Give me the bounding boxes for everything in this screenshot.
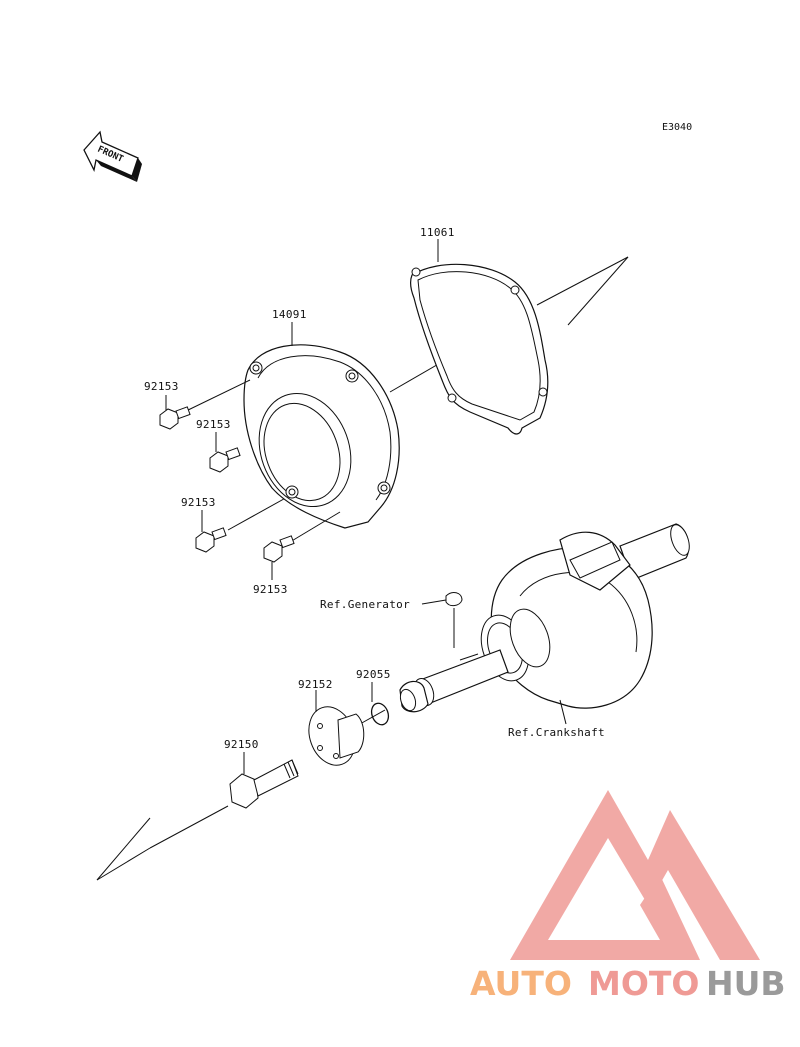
cover-14091 <box>243 322 400 529</box>
front-arrow-icon: FRONT <box>83 130 142 182</box>
label-92153-d: 92153 <box>253 583 288 596</box>
label-92055: 92055 <box>356 668 391 681</box>
label-ref-crankshaft: Ref.Crankshaft <box>508 726 605 739</box>
collar-92152 <box>308 690 365 766</box>
label-92150: 92150 <box>224 738 259 751</box>
bolt-92153-d <box>263 511 341 580</box>
crankshaft <box>399 523 690 713</box>
label-92153-b: 92153 <box>196 418 231 431</box>
generator-key <box>421 592 463 648</box>
label-11061: 11061 <box>420 226 455 239</box>
label-ref-generator: Ref.Generator <box>320 598 410 611</box>
bolt-92150 <box>229 752 299 809</box>
label-14091: 14091 <box>272 308 307 321</box>
automotohub-logo: AUTO MOTO HUB <box>470 790 786 1003</box>
label-92153-a: 92153 <box>144 380 179 393</box>
bolt-92153-c <box>195 510 227 553</box>
label-92152: 92152 <box>298 678 333 691</box>
gasket-11061 <box>410 239 549 435</box>
bolt-92153-b <box>209 432 241 473</box>
bolt-92153-a <box>159 379 251 430</box>
logo-word-auto: AUTO <box>470 964 572 1003</box>
logo-word-hub: HUB <box>706 964 786 1003</box>
logo-word-moto: MOTO <box>588 964 699 1003</box>
crankshaft-leader <box>559 699 567 725</box>
label-92153-c: 92153 <box>181 496 216 509</box>
oring-92055 <box>370 682 390 726</box>
diagram-code: E3040 <box>662 122 692 133</box>
